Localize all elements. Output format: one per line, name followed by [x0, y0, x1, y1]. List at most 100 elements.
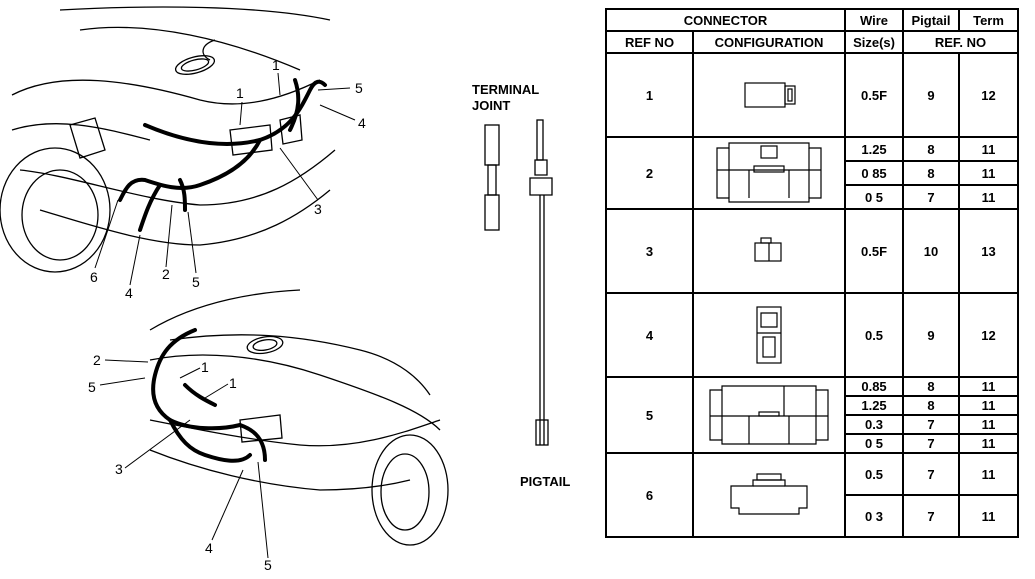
pigtail-ref: 9	[902, 292, 961, 378]
wire-size: 0.5F	[844, 52, 905, 138]
terminal-joint-figure: TERMINAL JOINT PIGTAIL	[472, 82, 570, 489]
pigtail-ref: 7	[902, 452, 961, 496]
term-ref: 11	[958, 395, 1020, 416]
wire-size: 0.5	[844, 292, 905, 378]
table-row: 1 0.5F 9 12	[605, 52, 1020, 138]
pigtail-ref: 10	[902, 208, 961, 294]
pigtail-ref: 8	[902, 376, 961, 397]
table-row: 0.3 7 11	[606, 414, 1020, 435]
pigtail-ref: 8	[902, 160, 961, 186]
table-row: 0 3 7 11	[606, 494, 1020, 538]
terminal-joint-title: TERMINAL	[472, 82, 539, 97]
wire-size: 0 5	[844, 184, 905, 210]
connector-4-icon	[756, 306, 782, 364]
callout-label: 5	[192, 274, 200, 290]
connector-table: CONNECTOR Wire Pigtail Term REF NO CONFI…	[604, 8, 1020, 538]
pigtail-terminal-icon	[529, 119, 553, 446]
connector-header: CONNECTOR	[604, 8, 847, 32]
wire-size: 0.5	[844, 452, 905, 496]
term-ref: 11	[958, 184, 1020, 210]
table-row: 0 85 8 11	[606, 160, 1020, 186]
table-row: 2 1.25 8 11	[605, 136, 1020, 210]
callout-label: 2	[93, 352, 101, 368]
term-ref: 11	[958, 452, 1020, 496]
pigtail-ref: 8	[902, 395, 961, 416]
terminal-joint-title: JOINT	[472, 98, 510, 113]
term-ref: 11	[958, 494, 1020, 538]
wire-size: 0 85	[844, 160, 905, 186]
connector-5-icon	[709, 385, 829, 445]
callout-label: 1	[201, 359, 209, 375]
pigtail-ref: 9	[902, 52, 961, 138]
ref-no2-header: REF. NO	[902, 30, 1020, 54]
ref-cell: 6	[605, 452, 694, 538]
connector-5-config	[691, 376, 847, 454]
table-row: 0 5 7 11	[606, 184, 1020, 210]
pigtail-header: Pigtail	[902, 8, 961, 32]
wiring-diagram: 1 1 5 4 3 6 4 2 5 2 5 1	[0, 6, 570, 573]
callout-label: 5	[355, 80, 363, 96]
wire-size: 0.85	[844, 376, 905, 397]
connector-6-config	[691, 452, 847, 538]
upper-harness	[118, 78, 327, 232]
term-ref: 11	[958, 414, 1020, 435]
connector-3-config	[691, 208, 847, 294]
connector-1-config	[691, 52, 847, 138]
callout-label: 4	[125, 285, 133, 301]
term-ref: 11	[958, 160, 1020, 186]
wire-size: 0 5	[844, 433, 905, 454]
connector-2-icon	[716, 142, 822, 203]
connector-6-icon	[730, 473, 808, 515]
table-row: 5 0.85 8 11	[605, 376, 1020, 454]
callout-label: 4	[358, 115, 366, 131]
connector-1-icon	[744, 82, 796, 108]
connector-2-config	[691, 136, 847, 210]
callout-label: 3	[314, 201, 322, 217]
table-row: 1.25 8 11	[606, 395, 1020, 416]
callout-label: 4	[205, 540, 213, 556]
callout-label: 1	[272, 57, 280, 73]
ref-cell: 5	[605, 376, 694, 454]
callout-label: 1	[229, 375, 237, 391]
ref-no-header: REF NO	[605, 30, 694, 54]
callout-label: 3	[115, 461, 123, 477]
callout-label: 5	[88, 379, 96, 395]
ref-cell: 2	[605, 136, 694, 210]
term-ref: 11	[958, 136, 1020, 162]
wire-size: 0.5F	[844, 208, 905, 294]
term-ref: 13	[958, 208, 1020, 294]
lower-leaders	[99, 359, 269, 559]
term-ref: 11	[958, 433, 1020, 454]
ref-cell: 3	[605, 208, 694, 294]
wire-header: Wire	[844, 8, 905, 32]
connector-3-icon	[754, 237, 782, 262]
callout-label: 2	[162, 266, 170, 282]
lower-harness	[151, 328, 267, 463]
upper-callout-labels: 1 1 5 4 3 6 4 2 5	[90, 57, 366, 301]
table-row: 3 0.5F 10 13	[605, 208, 1020, 294]
pigtail-label: PIGTAIL	[520, 474, 570, 489]
table-row: 0 5 7 11	[606, 433, 1020, 454]
upper-car-illustration	[0, 6, 336, 273]
table-row: 4 0.5 9 12	[605, 292, 1020, 378]
wire-size: 1.25	[844, 136, 905, 162]
term-ref: 11	[958, 376, 1020, 397]
term-header: Term	[958, 8, 1020, 32]
upper-leaders	[94, 72, 356, 286]
pigtail-ref: 7	[902, 184, 961, 210]
table-row: 6 0.5 7 11	[605, 452, 1020, 538]
callout-label: 5	[264, 557, 272, 573]
wire-size: 0 3	[844, 494, 905, 538]
callout-label: 6	[90, 269, 98, 285]
wire-size: 0.3	[844, 414, 905, 435]
callout-label: 1	[236, 85, 244, 101]
ref-cell: 4	[605, 292, 694, 378]
term-ref: 12	[958, 52, 1020, 138]
wire-size: 1.25	[844, 395, 905, 416]
configuration-header: CONFIGURATION	[691, 30, 847, 54]
connector-4-config	[691, 292, 847, 378]
ref-cell: 1	[605, 52, 694, 138]
term-ref: 12	[958, 292, 1020, 378]
pigtail-ref: 7	[902, 433, 961, 454]
pigtail-ref: 7	[902, 494, 961, 538]
